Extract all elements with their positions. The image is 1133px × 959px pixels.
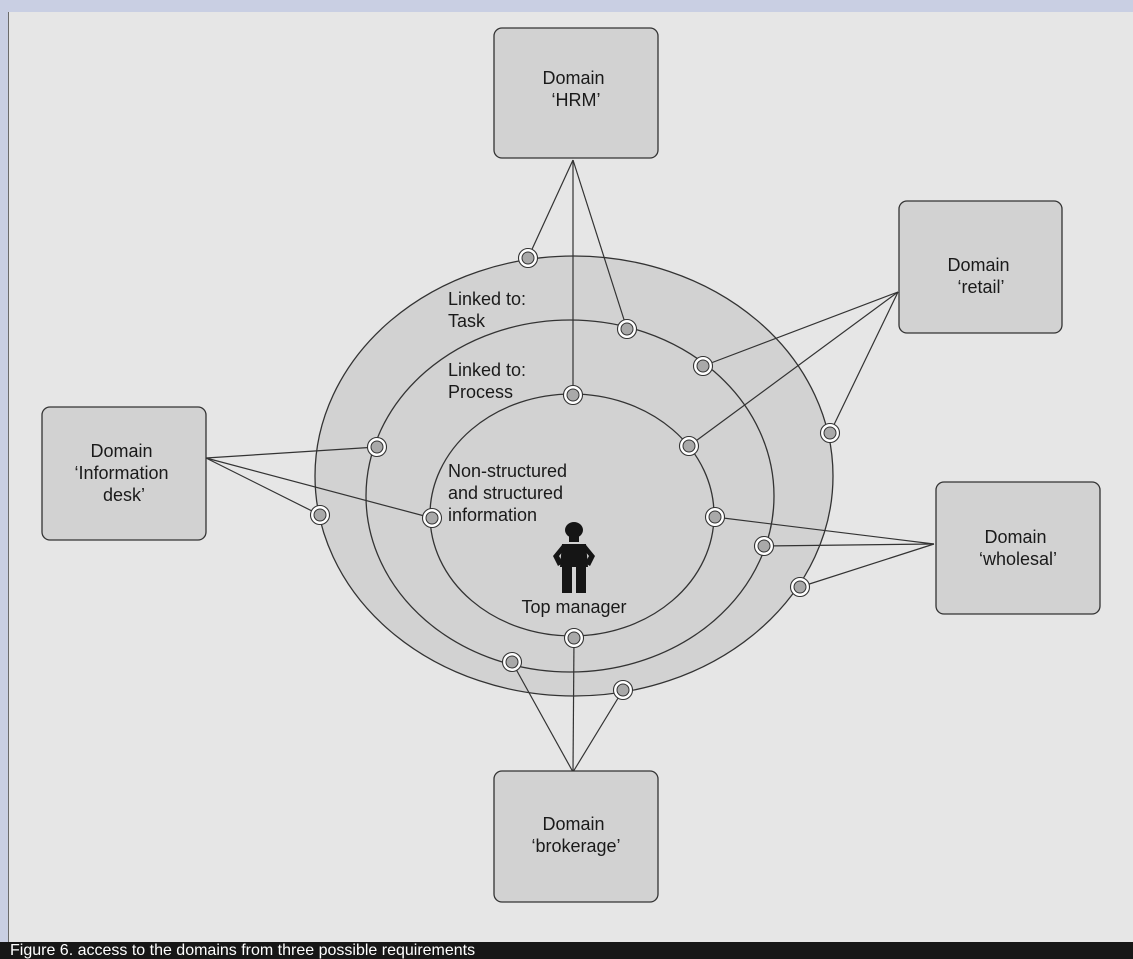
domain-information-desk-box (41, 406, 207, 541)
domain-information-desk: Domain ‘Information desk’ (41, 406, 207, 541)
line-retail-process (702, 291, 899, 367)
node-brokerage-process (501, 651, 523, 673)
domain-brokerage: Domain ‘brokerage’ (493, 770, 659, 903)
node-wholesal-process (753, 535, 775, 557)
line-hrm-process (572, 159, 628, 330)
domain-information-desk-label: Domain ‘Information desk’ (74, 441, 173, 505)
line-infodesk-task (205, 457, 321, 516)
outer-ring-label: Linked to: Task (448, 289, 531, 331)
outer-ring-label-line2: Task (448, 311, 486, 331)
line-brokerage-task (572, 689, 624, 773)
figure-caption: Figure 6. access to the domains from thr… (0, 942, 1133, 959)
domain-wholesal: Domain ‘wholesal’ (935, 481, 1101, 615)
line-infodesk-info (205, 457, 433, 519)
inner-ring-label: Non-structured and structured informatio… (448, 461, 572, 525)
line-infodesk-process (205, 446, 378, 459)
node-retail-task (819, 422, 841, 444)
node-wholesal-task (789, 576, 811, 598)
node-infodesk-task (309, 504, 331, 526)
domain-hrm-box (493, 27, 659, 159)
line-brokerage-info (572, 637, 575, 773)
inner-ring-label-line1: Non-structured (448, 461, 567, 481)
line-retail-info (688, 291, 899, 447)
domain-hrm: Domain ‘HRM’ (493, 27, 659, 159)
node-wholesal-info (704, 506, 726, 528)
node-hrm-info (562, 384, 584, 406)
inner-ring-label-line2: and structured (448, 483, 563, 503)
top-manager-label: Top manager (521, 597, 626, 617)
domain-retail-label: Domain ‘retail’ (947, 255, 1014, 297)
line-hrm-task (527, 159, 574, 259)
outer-ring-label-line1: Linked to: (448, 289, 526, 309)
domain-retail-box (898, 200, 1063, 334)
domain-brokerage-label: Domain ‘brokerage’ (531, 814, 620, 856)
line-wholesal-task (799, 543, 935, 588)
domain-hrm-label: Domain ‘HRM’ (542, 68, 609, 110)
line-wholesal-process (763, 543, 935, 547)
node-retail-info (678, 435, 700, 457)
domain-brokerage-box (493, 770, 659, 903)
node-retail-process (692, 355, 714, 377)
middle-ring-label-line1: Linked to: (448, 360, 526, 380)
top-manager-icon (553, 522, 595, 593)
domain-wholesal-box (935, 481, 1101, 615)
node-brokerage-task (612, 679, 634, 701)
node-infodesk-info (421, 507, 443, 529)
connection-lines (205, 159, 935, 773)
inner-ring-label-line3: information (448, 505, 537, 525)
node-hrm-task (517, 247, 539, 269)
line-retail-task (829, 291, 899, 434)
line-brokerage-process (511, 661, 574, 773)
middle-ring-label-line2: Process (448, 382, 513, 402)
line-wholesal-info (714, 516, 935, 545)
node-infodesk-process (366, 436, 388, 458)
connector-nodes (309, 247, 841, 701)
middle-ring-label: Linked to: Process (448, 360, 531, 402)
node-hrm-process (616, 318, 638, 340)
domain-retail: Domain ‘retail’ (898, 200, 1063, 334)
node-brokerage-info (563, 627, 585, 649)
domain-wholesal-label: Domain ‘wholesal’ (979, 527, 1057, 569)
ring-labels: Linked to: Task Linked to: Process Non-s… (448, 289, 572, 525)
